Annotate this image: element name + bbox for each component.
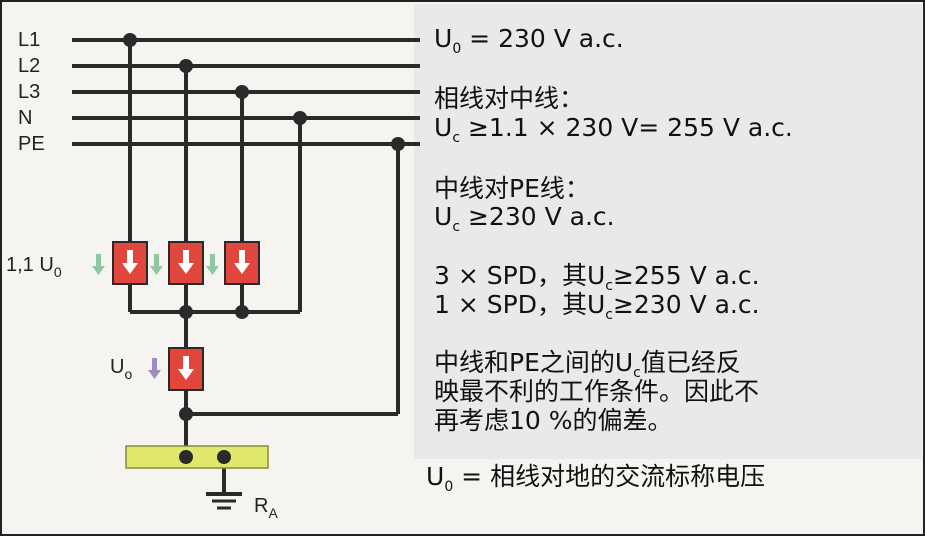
junction-dot <box>179 407 193 421</box>
junction-dot <box>391 137 405 151</box>
voltage-arrow-icon <box>206 254 219 275</box>
junction-dot <box>179 59 193 73</box>
voltage-arrow-icon <box>150 254 163 275</box>
earth-bar <box>125 445 269 469</box>
spd3-rating: 3 × SPD，其Uc≥255 V a.c. <box>434 261 760 294</box>
conductor-label-l3: L3 <box>18 81 41 103</box>
phase-neutral-heading: 相线对中线： <box>434 84 585 113</box>
note-line-3: 再考虑10 %的偏差。 <box>434 406 673 435</box>
nominal-voltage-line: U0 = 230 V a.c. <box>434 24 624 57</box>
voltage-arrow-icon <box>148 358 161 379</box>
conductor-label-l1: L1 <box>18 29 41 51</box>
junction-dot <box>235 305 249 319</box>
junction-dot <box>123 33 137 47</box>
spd-arrow-icon <box>178 250 194 274</box>
definition-line: U0 = 相线对地的交流标称电压 <box>426 462 766 495</box>
junction-dot <box>179 450 193 464</box>
junction-dot <box>179 305 193 319</box>
spd-arrow-icon <box>234 250 250 274</box>
note-line-2: 映最不利的工作条件。因此不 <box>434 377 760 406</box>
spd-arrow-icon <box>122 250 138 274</box>
note-line-1: 中线和PE之间的Uc值已经反 <box>434 348 741 381</box>
n-pe-voltage-label: Uo <box>110 356 133 382</box>
phase-neutral-value: Uc ≥1.1 × 230 V= 255 V a.c. <box>434 113 793 146</box>
conductor-label-l2: L2 <box>18 55 41 77</box>
neutral-pe-heading: 中线对PE线： <box>434 174 590 203</box>
spd1-rating: 1 × SPD，其Uc≥230 V a.c. <box>434 290 760 323</box>
junction-dot <box>235 85 249 99</box>
conductor-label-n: N <box>18 107 33 129</box>
text-panel <box>414 4 922 459</box>
conductor-label-pe: PE <box>18 133 45 155</box>
neutral-pe-value: Uc ≥230 V a.c. <box>434 202 615 235</box>
spd-arrow-icon <box>178 356 194 380</box>
spd-voltage-label: 1,1 U0 <box>6 254 62 280</box>
voltage-arrow-icon <box>92 254 105 275</box>
earth-resistance-label: RA <box>254 495 278 521</box>
junction-dot <box>217 450 231 464</box>
junction-dot <box>293 111 307 125</box>
